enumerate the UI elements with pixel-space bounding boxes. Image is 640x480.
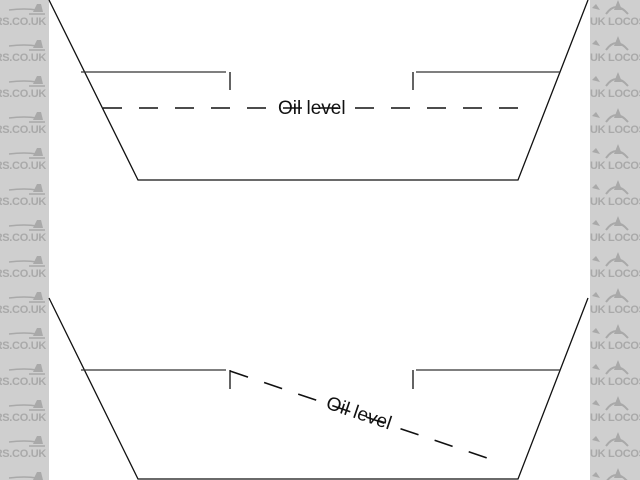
watermark-row: UK LOCOST bbox=[590, 30, 640, 66]
watermark-text: DERS.CO.UK bbox=[0, 340, 46, 352]
watermark-text: DERS.CO.UK bbox=[0, 232, 46, 244]
watermark-text: DERS.CO.UK bbox=[0, 448, 46, 460]
watermark-text: DERS.CO.UK bbox=[0, 196, 46, 208]
watermark-text: UK LOCOST bbox=[590, 340, 640, 352]
watermark-logo-icon bbox=[7, 70, 47, 88]
sump-diagram-tilted bbox=[48, 297, 589, 480]
watermark-row: DERS.CO.UK bbox=[0, 174, 49, 210]
watermark-row: DERS.CO.UK bbox=[0, 390, 49, 426]
watermark-band-left: DERS.CO.UK DERS.CO.UK DERS.CO.UK DERS.CO.UK… bbox=[0, 0, 49, 480]
watermark-text: UK LOCOST bbox=[590, 232, 640, 244]
watermark-row: UK LOCOST bbox=[590, 210, 640, 246]
watermark-row: DERS.CO.UK bbox=[0, 0, 49, 30]
watermark-logo-icon bbox=[590, 34, 630, 52]
watermark-text: UK LOCOST bbox=[590, 376, 640, 388]
watermark-logo-icon bbox=[7, 286, 47, 304]
oil-level-label-top: Oil level bbox=[278, 98, 346, 119]
watermark-logo-icon bbox=[7, 178, 47, 196]
watermark-text: DERS.CO.UK bbox=[0, 412, 46, 424]
watermark-row: DERS.CO.UK bbox=[0, 138, 49, 174]
watermark-row: UK LOCOST bbox=[590, 282, 640, 318]
watermark-logo-icon bbox=[7, 358, 47, 376]
watermark-logo-icon bbox=[590, 250, 630, 268]
watermark-logo-icon bbox=[590, 430, 630, 448]
watermark-text: DERS.CO.UK bbox=[0, 268, 46, 280]
sump-diagram-level bbox=[48, 0, 589, 181]
watermark-row: DERS.CO.UK bbox=[0, 354, 49, 390]
watermark-logo-icon bbox=[7, 34, 47, 52]
watermark-row: UK LOCOST bbox=[590, 426, 640, 462]
watermark-logo-icon bbox=[7, 0, 47, 16]
watermark-logo-icon bbox=[590, 106, 630, 124]
watermark-logo-icon bbox=[590, 322, 630, 340]
watermark-row: DERS.CO.UK bbox=[0, 102, 49, 138]
sump-outline bbox=[48, 297, 589, 480]
watermark-logo-icon bbox=[7, 214, 47, 232]
watermark-logo-icon bbox=[7, 394, 47, 412]
watermark-text: UK LOCOST bbox=[590, 448, 640, 460]
watermark-text: UK LOCOST bbox=[590, 52, 640, 64]
watermark-text: DERS.CO.UK bbox=[0, 304, 46, 316]
watermark-row: DERS.CO.UK bbox=[0, 246, 49, 282]
watermark-row: UK LOCOST bbox=[590, 390, 640, 426]
watermark-text: DERS.CO.UK bbox=[0, 160, 46, 172]
watermark-row: UK LOCOST bbox=[590, 174, 640, 210]
watermark-row: UK LOCOST bbox=[590, 318, 640, 354]
watermark-row: UK LOCOST bbox=[590, 102, 640, 138]
watermark-logo-icon bbox=[590, 0, 630, 16]
watermark-row: UK LOCOST bbox=[590, 354, 640, 390]
watermark-text: DERS.CO.UK bbox=[0, 16, 46, 28]
watermark-text: UK LOCOST bbox=[590, 124, 640, 136]
watermark-text: DERS.CO.UK bbox=[0, 88, 46, 100]
watermark-logo-icon bbox=[7, 106, 47, 124]
watermark-text: DERS.CO.UK bbox=[0, 124, 46, 136]
watermark-row: DERS.CO.UK bbox=[0, 66, 49, 102]
watermark-row: UK LOCOST bbox=[590, 0, 640, 30]
watermark-logo-icon bbox=[7, 466, 47, 480]
watermark-row: UK LOCOST bbox=[590, 66, 640, 102]
watermark-logo-icon bbox=[7, 142, 47, 160]
watermark-row: DERS.CO.UK bbox=[0, 462, 49, 480]
watermark-logo-icon bbox=[590, 358, 630, 376]
watermark-text: UK LOCOST bbox=[590, 196, 640, 208]
watermark-logo-icon bbox=[590, 394, 630, 412]
watermark-logo-icon bbox=[590, 70, 630, 88]
watermark-text: DERS.CO.UK bbox=[0, 52, 46, 64]
watermark-band-right: UK LOCOST UK LOCOST UK LOCOST UK LOCOST UK L… bbox=[590, 0, 640, 480]
watermark-logo-icon bbox=[7, 322, 47, 340]
watermark-logo-icon bbox=[7, 250, 47, 268]
watermark-row: DERS.CO.UK bbox=[0, 210, 49, 246]
watermark-row: UK LOCOST bbox=[590, 138, 640, 174]
watermark-logo-icon bbox=[590, 214, 630, 232]
watermark-text: UK LOCOST bbox=[590, 160, 640, 172]
watermark-text: UK LOCOST bbox=[590, 304, 640, 316]
watermark-text: DERS.CO.UK bbox=[0, 376, 46, 388]
watermark-text: UK LOCOST bbox=[590, 16, 640, 28]
watermark-row: DERS.CO.UK bbox=[0, 318, 49, 354]
watermark-row: DERS.CO.UK bbox=[0, 282, 49, 318]
watermark-text: UK LOCOST bbox=[590, 412, 640, 424]
watermark-row: DERS.CO.UK bbox=[0, 30, 49, 66]
watermark-row: UK LOCOST bbox=[590, 246, 640, 282]
watermark-text: UK LOCOST bbox=[590, 88, 640, 100]
watermark-logo-icon bbox=[590, 142, 630, 160]
watermark-logo-icon bbox=[7, 430, 47, 448]
watermark-row: DERS.CO.UK bbox=[0, 426, 49, 462]
watermark-logo-icon bbox=[590, 286, 630, 304]
oil-level-label-bottom: Oil level bbox=[323, 393, 394, 435]
oil-level-line-tilted bbox=[229, 370, 491, 460]
watermark-text: UK LOCOST bbox=[590, 268, 640, 280]
watermark-logo-icon bbox=[590, 178, 630, 196]
sump-outline bbox=[48, 0, 589, 181]
